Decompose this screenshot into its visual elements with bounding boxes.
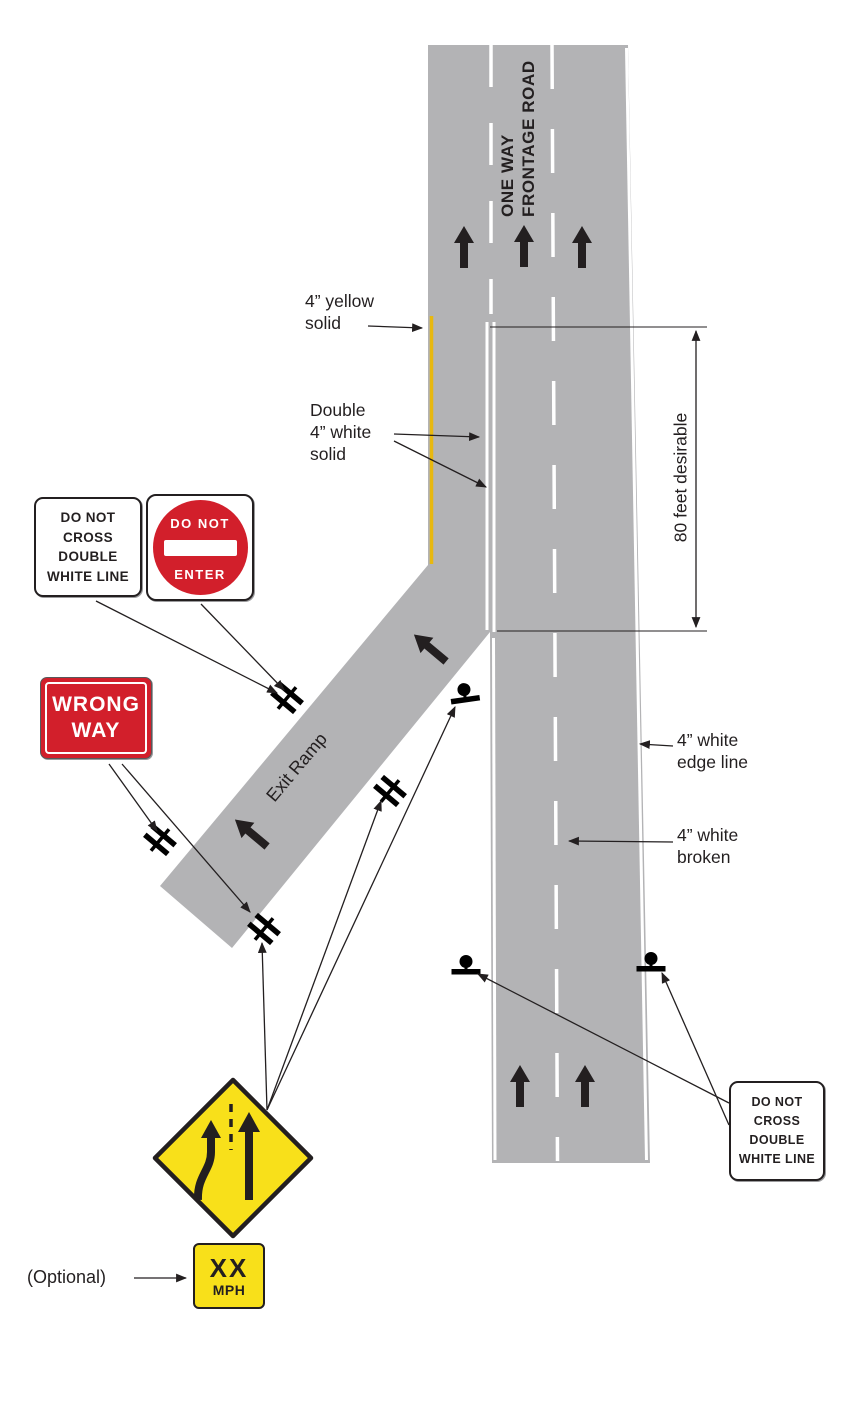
lane-arrow: [575, 1065, 595, 1107]
sign-line: DO NOT: [170, 516, 230, 531]
ramp-arrow: [234, 819, 270, 850]
do-not-enter-circle: DO NOT ENTER: [152, 500, 248, 595]
sign-post-markers-double: [143, 681, 407, 946]
do-not-enter-sign: DO NOT ENTER: [146, 494, 254, 601]
sign-line: MPH: [212, 1281, 246, 1298]
do-not-cross-sign-bottom: DO NOT CROSS DOUBLE WHITE LINE: [729, 1081, 825, 1181]
leader-line: [95, 600, 278, 694]
sign-post-marker-single: [451, 955, 481, 975]
sign-merge-arrow-head: [201, 1120, 221, 1138]
leader-line: [661, 971, 730, 1126]
sign-line: DO NOT: [60, 510, 116, 525]
leader-line: [108, 763, 158, 832]
sign-line: CROSS: [753, 1114, 801, 1128]
label-line: 4” white: [310, 422, 372, 442]
frontage-road-text: FRONTAGE ROAD: [519, 60, 538, 217]
label-line: Double: [310, 400, 366, 420]
double-white-pointer: [393, 440, 487, 488]
lane-arrow: [510, 1065, 530, 1107]
leader-line: [266, 706, 456, 1111]
pavement-arrows: [234, 225, 595, 1107]
wrong-way-sign: WRONG WAY: [40, 677, 152, 759]
leader-line: [477, 973, 730, 1104]
sign-post-marker-single: [636, 952, 666, 972]
label-line: solid: [310, 444, 346, 464]
yellow-solid-pointer: [367, 323, 424, 333]
yellow-solid-label: 4” yellow solid: [305, 290, 374, 334]
leader-lines: [95, 323, 730, 1283]
diamond-sign-face: [152, 1077, 314, 1239]
edge-line-label: 4” white edge line: [677, 729, 748, 773]
do-not-cross-sign-top: DO NOT CROSS DOUBLE WHITE LINE: [34, 497, 142, 597]
white-edge-line-gore: [492, 637, 497, 1161]
dimension-label: 80 feet desirable: [670, 412, 691, 543]
leader-line: [257, 941, 268, 1111]
lane-arrow: [514, 225, 534, 267]
sign-line: DO NOT: [751, 1095, 803, 1109]
white-edge-line-right: [625, 47, 648, 1161]
road-surface: [160, 45, 650, 1163]
sign-line: ENTER: [174, 567, 226, 582]
wrong-way-inner: WRONG WAY: [45, 682, 147, 754]
dimension-80-feet: [490, 326, 707, 632]
sign-post-marker: [270, 681, 304, 715]
sign-post-marker-single: [450, 683, 481, 705]
label-line: 4” yellow: [305, 291, 375, 311]
sign-post-marker: [373, 774, 407, 808]
added-lane-warning-sign: [152, 1077, 314, 1239]
sign-line: DOUBLE: [749, 1133, 805, 1147]
one-way-text: ONE WAY: [498, 134, 517, 217]
sign-merge-arrow-shaft: [193, 1138, 215, 1201]
label-line: edge line: [677, 752, 749, 772]
double-white-label: Double 4” white solid: [310, 399, 371, 465]
edge-line-pointer: [638, 740, 674, 749]
sign-post-markers-single: [450, 683, 666, 975]
sign-post-marker: [143, 823, 177, 857]
leader-line: [200, 603, 285, 691]
broken-lane-line-center: [550, 44, 560, 1162]
sign-line: WRONG: [52, 693, 140, 716]
sign-line: CROSS: [62, 529, 113, 545]
lane-arrow: [572, 226, 592, 268]
broken-line-label: 4” white broken: [677, 824, 738, 868]
sign-line: WHITE LINE: [738, 1152, 816, 1166]
leader-line: [121, 763, 251, 913]
double-white-pointer: [393, 432, 481, 442]
label-line: broken: [677, 847, 731, 867]
speed-advisory-plaque: XX MPH: [193, 1243, 265, 1309]
sign-line: XX: [209, 1252, 249, 1283]
label-line: solid: [305, 313, 341, 333]
sign-line: WHITE LINE: [47, 568, 129, 584]
pavement-markings: [429, 44, 648, 1162]
lane-arrow: [454, 226, 474, 268]
frontage-road-label: ONE WAY FRONTAGE ROAD: [497, 57, 539, 217]
optional-label: (Optional): [27, 1267, 107, 1287]
broken-line-pointer: [567, 836, 674, 846]
sign-line: WAY: [71, 719, 121, 742]
sign-line: DOUBLE: [58, 549, 118, 564]
label-line: 4” white: [677, 730, 739, 750]
leader-line: [266, 799, 382, 1111]
label-line: 4” white: [677, 825, 739, 845]
sign-straight-arrow: [238, 1112, 260, 1200]
do-not-enter-bar: [163, 540, 237, 556]
ramp-arrow: [413, 634, 449, 665]
sign-post-marker: [247, 912, 281, 946]
